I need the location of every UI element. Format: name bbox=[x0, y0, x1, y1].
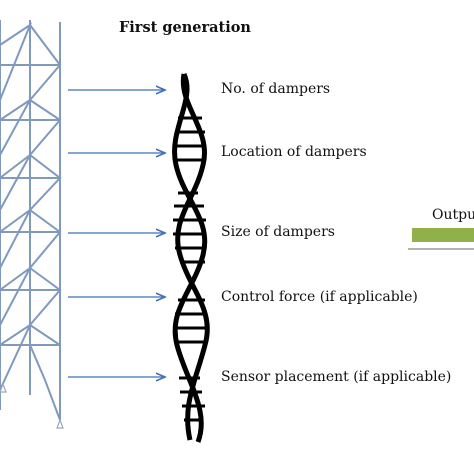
label-size-of-dampers: Size of dampers bbox=[221, 224, 335, 240]
label-location-of-dampers: Location of dampers bbox=[221, 144, 367, 160]
label-sensor-placement: Sensor placement (if applicable) bbox=[221, 369, 452, 385]
label-no-of-dampers: No. of dampers bbox=[221, 81, 331, 97]
structure-frame bbox=[0, 20, 62, 421]
support-icon bbox=[0, 382, 64, 429]
output-label: Output bbox=[432, 208, 474, 222]
dna-helix-icon bbox=[172, 72, 210, 443]
label-control-force: Control force (if applicable) bbox=[221, 289, 418, 305]
page-title: First generation bbox=[119, 19, 251, 36]
output-bar bbox=[412, 228, 474, 242]
arrows bbox=[68, 90, 165, 377]
